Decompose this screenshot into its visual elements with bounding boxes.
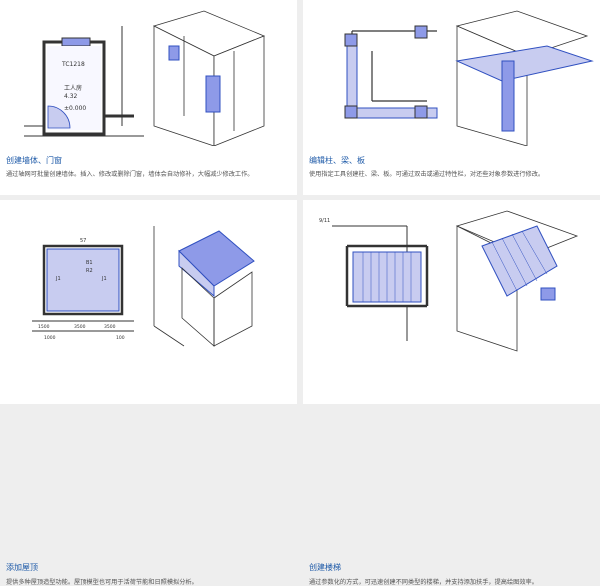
- stairs-illustration: 9/11: [319, 210, 579, 352]
- card-title: 创建墙体、门窗: [6, 156, 62, 165]
- dim-5: 100: [116, 335, 125, 341]
- stair-top-label: 9/11: [319, 218, 330, 224]
- card-desc: 使用指定工具创建柱、梁、板。可通过双击或通过特性栏，对还些对象参数进行修改。: [309, 171, 545, 178]
- roof-illustration: 57 J1 J1 B1 R2 1500 3500 3500 1000 100: [32, 226, 255, 347]
- card-title: 创建楼梯: [309, 563, 341, 572]
- roof-center-2: R2: [86, 268, 93, 274]
- roof-label-1: J1: [55, 276, 61, 282]
- feature-card-roof[interactable]: 57 J1 J1 B1 R2 1500 3500 3500 1000 100 添…: [0, 200, 297, 586]
- card-title: 编辑柱、梁、板: [309, 156, 365, 165]
- plan-code: TC1218: [61, 61, 85, 68]
- feature-card-walls[interactable]: TC1218 工人房 4.32 ±0.000 创建墙体、门窗 通过轴网可批量创建…: [0, 0, 297, 195]
- plan-elev: ±0.000: [64, 105, 86, 112]
- feature-card-stairs[interactable]: 9/11 创建楼梯 通过参数化的方式，可迅速创建不同类型的楼梯，并支持添加扶手，…: [303, 200, 600, 586]
- dim-1: 1500: [38, 324, 50, 330]
- card-desc: 通过轴网可批量创建墙体。插入、修改或删除门窗，墙体会自动修补，大幅减少修改工作。: [6, 171, 254, 178]
- dim-4: 1000: [44, 335, 56, 341]
- card-title: 添加屋顶: [6, 563, 38, 572]
- dim-3: 3500: [104, 324, 116, 330]
- roof-label-2: J1: [101, 276, 107, 282]
- columns-illustration: [344, 10, 594, 146]
- plan-area: 4.32: [64, 93, 78, 100]
- roof-top-label: 57: [80, 238, 86, 244]
- roof-center-1: B1: [86, 260, 93, 266]
- feature-card-columns[interactable]: 编辑柱、梁、板 使用指定工具创建柱、梁、板。可通过双击或通过特性栏，对还些对象参…: [303, 0, 600, 195]
- dim-2: 3500: [74, 324, 86, 330]
- plan-room: 工人房: [64, 84, 82, 92]
- card-desc: 提供多种屋顶造型功能。屋顶模型也可用于活荷节能和日照模拟分析。: [6, 579, 198, 586]
- walls-illustration: TC1218 工人房 4.32 ±0.000: [24, 10, 266, 146]
- card-desc: 通过参数化的方式，可迅速创建不同类型的楼梯，并支持添加扶手，提高绘图效率。: [309, 579, 538, 586]
